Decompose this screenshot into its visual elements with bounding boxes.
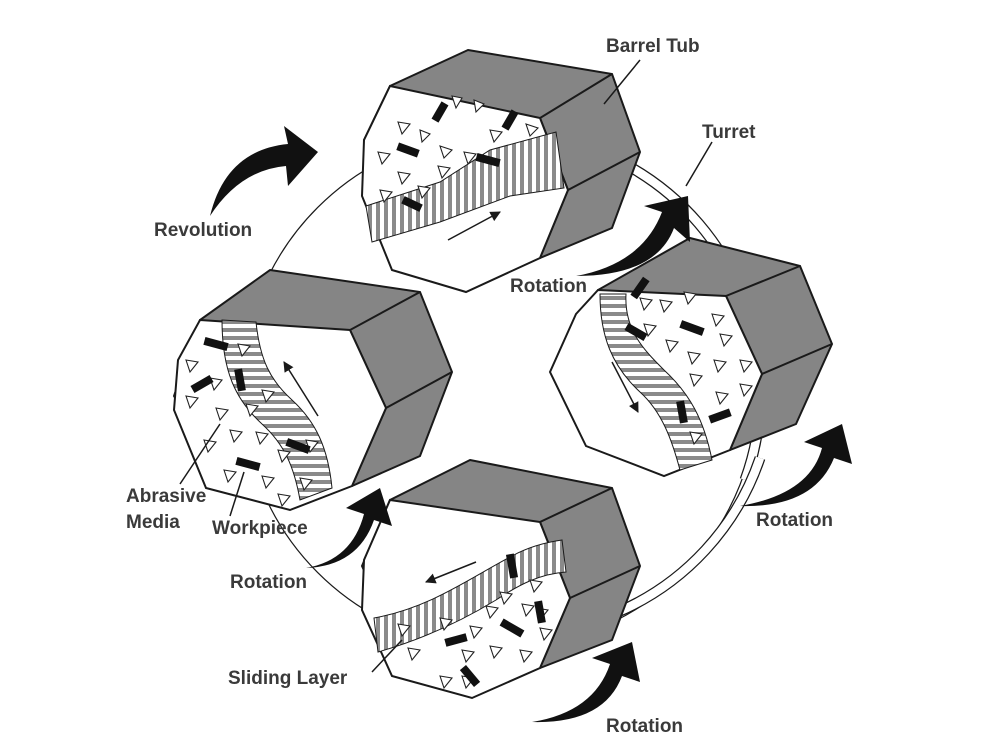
sliding-layer-left xyxy=(221,319,333,501)
label-turret: Turret xyxy=(702,122,756,143)
flow-arrow-left xyxy=(283,361,319,417)
rotation-arrow-right xyxy=(740,424,852,507)
sliding-layer-right xyxy=(599,293,713,471)
flow-arrow-top xyxy=(447,211,501,241)
label-workpiece: Workpiece xyxy=(212,518,308,539)
barrel-right xyxy=(548,236,834,478)
label-barrel-tub: Barrel Tub xyxy=(606,36,700,57)
label-rotation-right: Rotation xyxy=(756,510,833,531)
workpieces-right xyxy=(624,276,732,424)
flow-arrow-bottom xyxy=(425,561,477,584)
revolution-arrow xyxy=(210,126,318,216)
label-rotation-top: Rotation xyxy=(510,276,587,297)
rotation-arrow-bottom xyxy=(532,642,640,723)
leader-abrasive-media xyxy=(179,423,221,485)
barrel-bottom xyxy=(360,458,642,700)
leader-barrel-tub xyxy=(603,59,641,105)
leader-turret xyxy=(685,141,713,187)
leader-sliding-layer xyxy=(371,639,403,673)
workpieces-top xyxy=(396,101,519,212)
flow-arrow-right xyxy=(611,361,639,413)
barrel-top xyxy=(360,48,642,294)
workpieces-left xyxy=(190,337,311,471)
label-rotation-left: Rotation xyxy=(230,572,307,593)
label-sliding-layer: Sliding Layer xyxy=(228,668,348,689)
workpieces-bottom xyxy=(444,553,546,687)
abrasive-media-top xyxy=(377,95,540,204)
label-rotation-bottom: Rotation xyxy=(606,716,683,737)
rotation-arrow-left xyxy=(306,488,392,568)
abrasive-media-left xyxy=(185,343,320,508)
label-revolution: Revolution xyxy=(154,220,252,241)
leader-workpiece xyxy=(229,471,245,517)
sliding-layer-top xyxy=(365,131,565,243)
barrel-left xyxy=(172,268,454,512)
abrasive-media-right xyxy=(639,291,754,446)
label-abrasive-media-line1: Abrasive xyxy=(126,486,206,507)
rotation-arrow-top-right xyxy=(576,196,690,276)
label-abrasive-media-line2: Media xyxy=(126,512,180,533)
